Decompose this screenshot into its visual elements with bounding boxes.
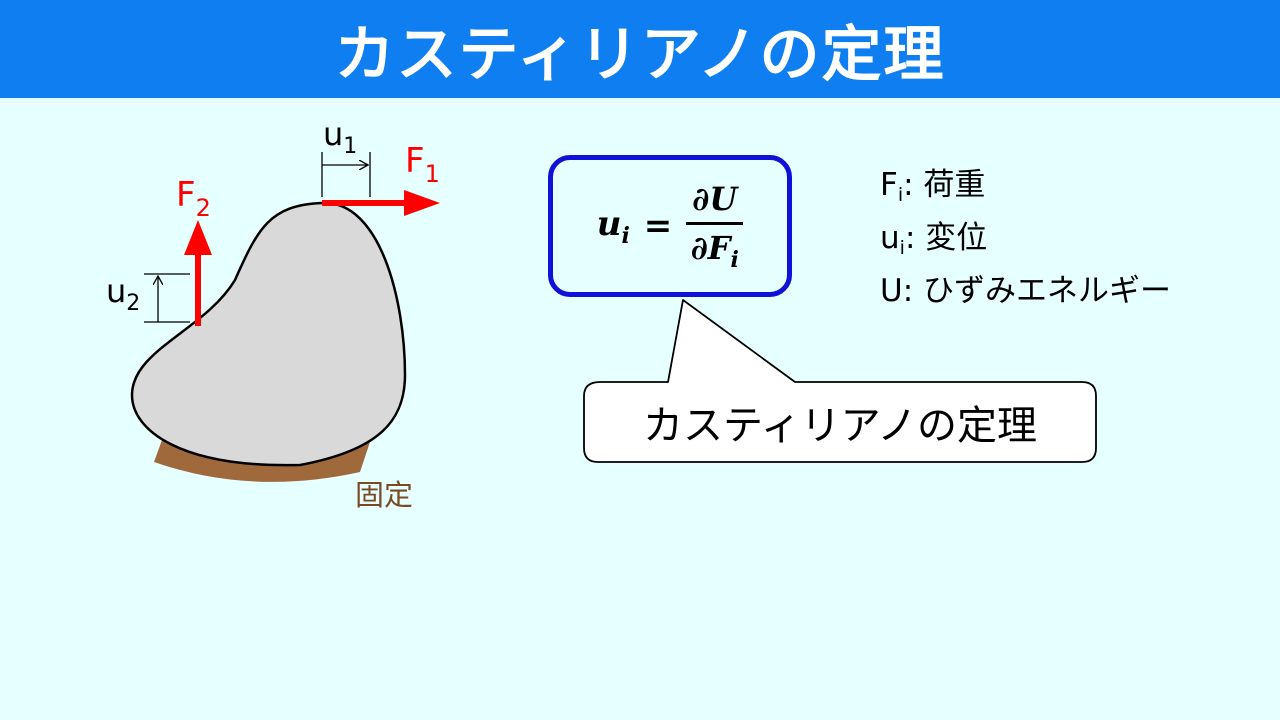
- u1-label: u1: [323, 115, 357, 159]
- formula-box: ui = ∂U ∂Fi: [548, 155, 792, 297]
- formula-equals: =: [643, 206, 673, 246]
- legend-item-displacement: ui: 変位: [880, 220, 988, 259]
- f2-label: F2: [176, 175, 211, 222]
- formula-numerator: ∂U: [686, 180, 744, 225]
- legend: Fi: 荷重 ui: 変位 U: ひずみエネルギー: [880, 164, 1171, 323]
- f2-arrow-head: [184, 220, 212, 255]
- formula-lhs: ui: [596, 203, 630, 249]
- title-bar: カスティリアノの定理: [0, 0, 1280, 98]
- callout-bubble: [583, 299, 1097, 463]
- legend-item-strain-energy: U: ひずみエネルギー: [880, 273, 1172, 309]
- fixed-label: 固定: [355, 478, 413, 512]
- callout-text: カスティリアノの定理: [643, 403, 1037, 449]
- formula-fraction: ∂U ∂Fi: [686, 180, 744, 273]
- f1-label: F1: [405, 141, 440, 188]
- page-title: カスティリアノの定理: [334, 19, 946, 90]
- formula-denominator: ∂Fi: [690, 228, 739, 273]
- elastic-body: [130, 201, 407, 467]
- legend-item-load: Fi: 荷重: [880, 167, 986, 206]
- u2-label: u2: [106, 272, 140, 316]
- f1-arrow-head: [404, 190, 440, 216]
